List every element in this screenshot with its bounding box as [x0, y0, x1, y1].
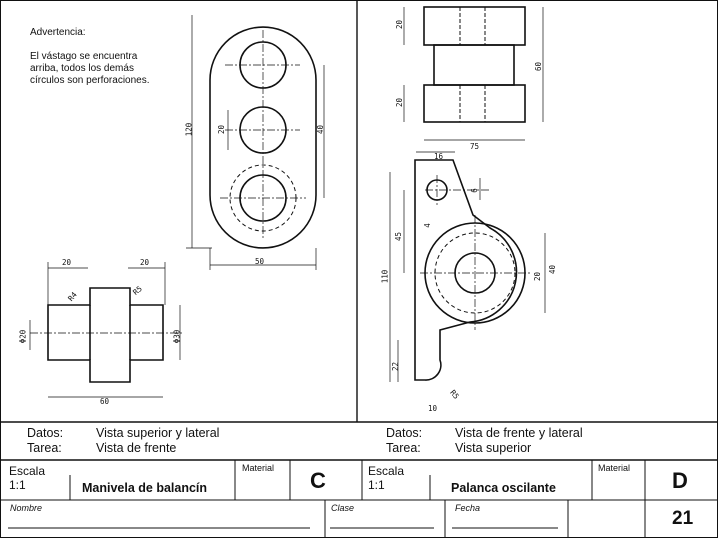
dim-4: 4	[422, 223, 432, 228]
left-side-view	[29, 262, 183, 398]
warning-title: Advertencia:	[30, 27, 86, 38]
right-tarea-label: Tarea:	[386, 441, 421, 455]
dim-22: 22	[391, 361, 401, 372]
dim-20: 20	[217, 124, 227, 135]
right-letter: D	[672, 468, 688, 493]
dim-phi20: Φ20	[18, 329, 28, 344]
right-side-view	[389, 151, 546, 382]
dim-20-top: 20	[395, 19, 405, 30]
right-tarea-value: Vista superior	[455, 441, 532, 455]
dim-6: 6	[469, 188, 479, 193]
left-letter: C	[310, 468, 326, 493]
right-datos-value: Vista de frente y lateral	[455, 426, 583, 440]
right-datos-label: Datos:	[386, 426, 423, 440]
left-tarea-value: Vista de frente	[96, 441, 177, 455]
dim-45: 45	[394, 231, 404, 242]
clase-label: Clase	[331, 503, 355, 513]
dim-50: 50	[255, 257, 265, 266]
dim-40: 40	[316, 124, 326, 135]
nombre-label: Nombre	[10, 503, 43, 513]
left-datos-label: Datos:	[27, 426, 64, 440]
dim-phi30: Φ30	[172, 329, 182, 344]
dim-40-right: 40	[548, 264, 558, 275]
left-datos-value: Vista superior y lateral	[96, 426, 220, 440]
sheet-number: 21	[672, 508, 694, 529]
dim-16: 16	[434, 152, 444, 161]
dim-10: 10	[428, 404, 438, 413]
dim-20-left: 20	[62, 258, 72, 267]
fecha-label: Fecha	[455, 503, 481, 513]
dim-60-right: 60	[534, 61, 544, 72]
left-top-view	[186, 15, 325, 270]
right-material-label: Material	[598, 463, 631, 473]
dim-20-bottom: 20	[395, 97, 405, 108]
right-drawing-title: Palanca oscilante	[451, 481, 556, 495]
dim-75: 75	[470, 142, 480, 151]
dim-60: 60	[100, 397, 110, 406]
left-escala-label: Escala	[9, 464, 46, 478]
left-escala-value: 1:1	[9, 478, 26, 492]
right-escala-value: 1:1	[368, 478, 385, 492]
left-tarea-label: Tarea:	[27, 441, 62, 455]
right-front-view	[403, 6, 544, 141]
warning-text: El vástago se encuentra arriba, todos lo…	[30, 51, 150, 86]
dim-20-bore: 20	[533, 271, 543, 282]
right-escala-label: Escala	[368, 464, 405, 478]
left-material-label: Material	[242, 463, 275, 473]
dim-110: 110	[380, 269, 390, 284]
dim-120: 120	[184, 122, 194, 137]
warning-note: Advertencia: El vástago se encuentra arr…	[30, 15, 150, 99]
left-drawing-title: Manivela de balancín	[82, 481, 208, 495]
dim-20-right: 20	[140, 258, 150, 267]
